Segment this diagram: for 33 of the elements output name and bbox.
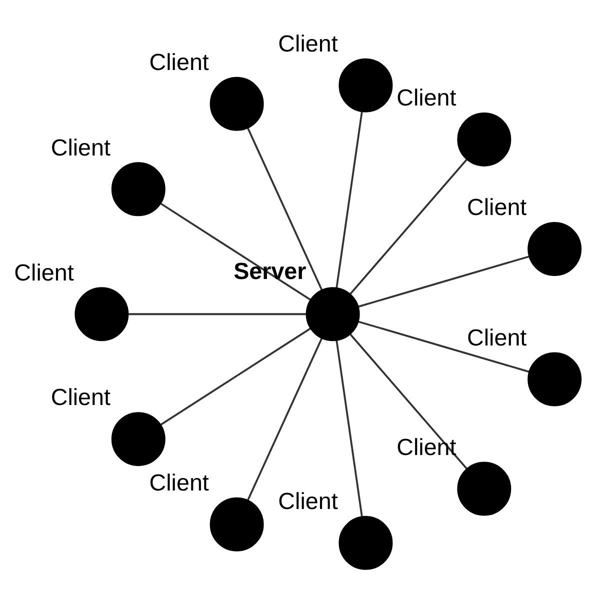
connector xyxy=(349,334,468,470)
node-circle xyxy=(457,112,512,166)
connector xyxy=(160,202,312,301)
node-label: Client xyxy=(14,259,74,286)
node-circle xyxy=(528,352,582,406)
node-label: Client xyxy=(467,324,527,350)
node-label: Client xyxy=(278,30,338,57)
node-circle xyxy=(338,58,393,112)
node-circle xyxy=(111,412,166,466)
node-label: Client xyxy=(50,134,111,160)
node-label: Client xyxy=(50,384,111,410)
connector xyxy=(358,256,530,308)
node-label: Client xyxy=(149,49,209,76)
connector xyxy=(128,313,306,316)
connector xyxy=(336,112,363,288)
node-circle xyxy=(338,516,393,570)
node-circle xyxy=(457,462,512,516)
node-circle xyxy=(306,287,360,342)
connector xyxy=(336,340,363,516)
connector xyxy=(247,338,323,500)
connector xyxy=(349,159,468,295)
node-circle xyxy=(111,162,166,216)
node-circle xyxy=(210,497,264,552)
node-label: Client xyxy=(467,194,527,220)
node-circle xyxy=(210,76,264,131)
connector xyxy=(247,128,323,290)
connector xyxy=(160,328,312,426)
node-label: Client xyxy=(149,470,209,496)
node-circle xyxy=(528,222,582,276)
node-label: Client xyxy=(396,84,456,111)
connector xyxy=(358,320,530,373)
node-label: Client xyxy=(278,488,338,514)
node-circle xyxy=(74,287,129,342)
